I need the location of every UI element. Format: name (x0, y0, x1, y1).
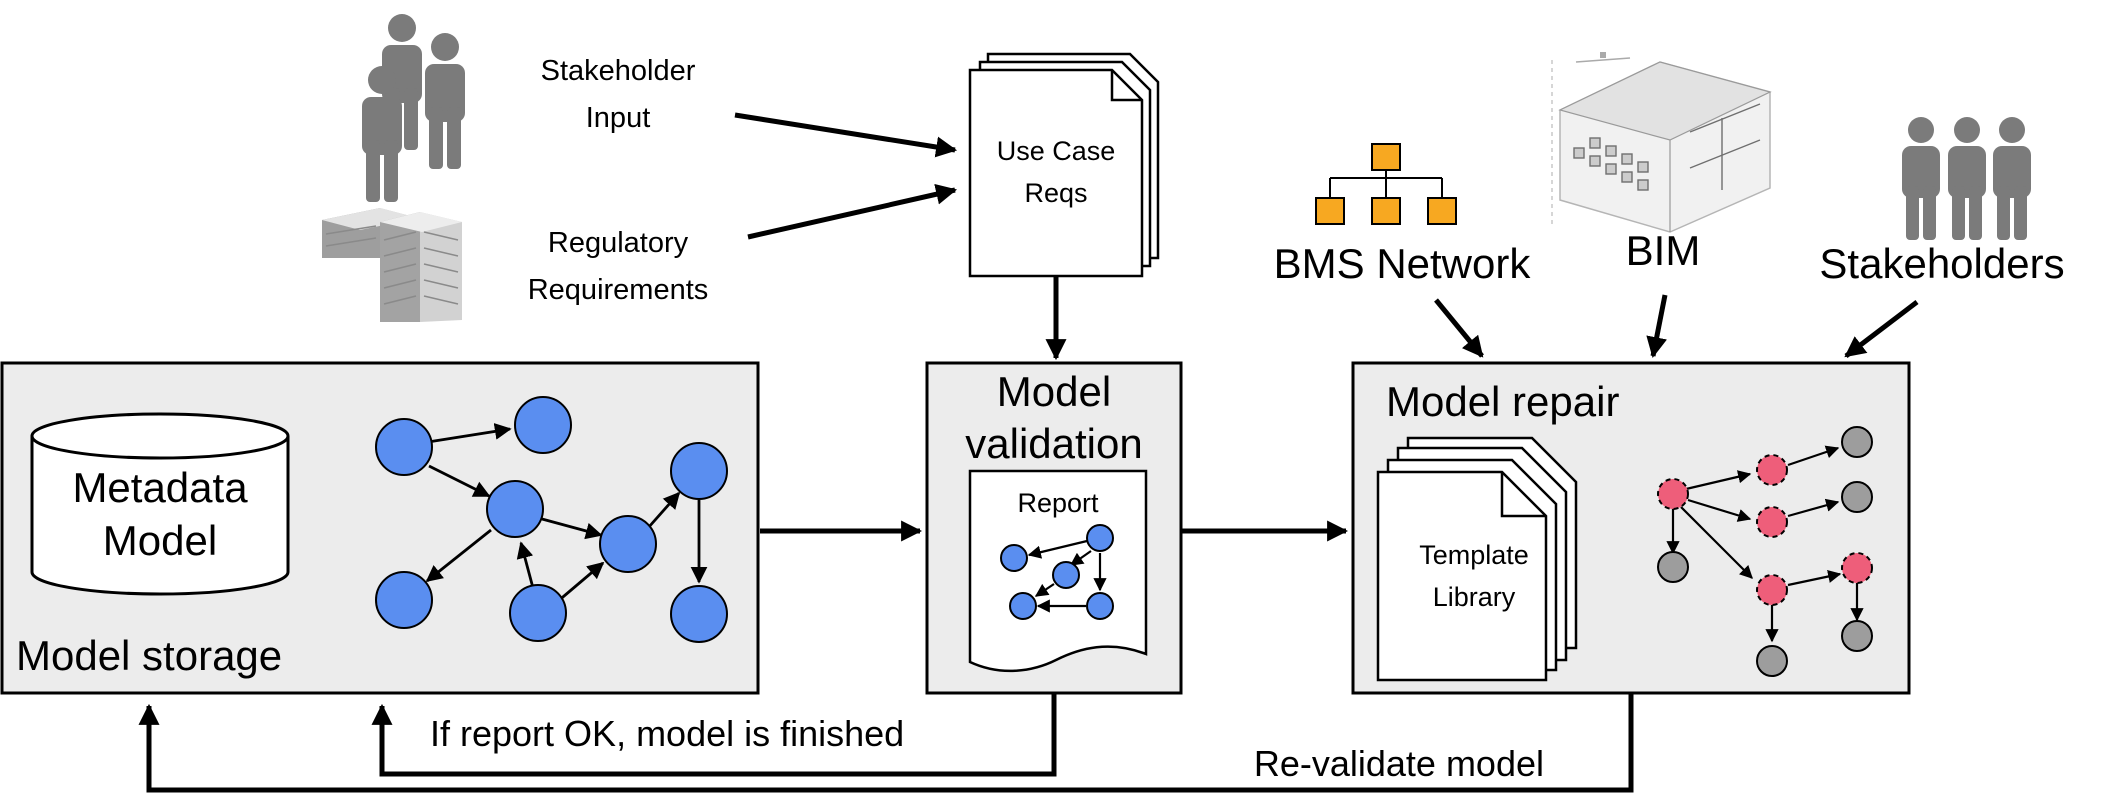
model-validation-title-line1: Model (997, 368, 1111, 415)
storage-graph-edge (428, 464, 491, 498)
graph-node (1657, 478, 1689, 510)
template-library-label-line2: Library (1433, 582, 1516, 612)
storage-graph-edge (541, 517, 603, 540)
graph-node (1841, 481, 1873, 513)
graph-node (1000, 544, 1028, 572)
graph-node (1086, 592, 1114, 620)
storage-graph-edge (556, 561, 605, 604)
template-library-label-line1: Template (1419, 540, 1529, 570)
repair-graph-edge (1787, 445, 1840, 467)
graph-node (670, 442, 728, 500)
arrow-report-ok-loop (371, 693, 1057, 777)
repair-graph (1657, 426, 1873, 677)
model-repair-title: Model repair (1386, 378, 1619, 425)
report-graph-edge (1069, 550, 1092, 566)
repair-graph-edge (1685, 470, 1752, 491)
stakeholders-label: Stakeholders (1819, 240, 2064, 287)
graph-node (1086, 524, 1114, 552)
graph-node (1841, 426, 1873, 458)
graph-node (1756, 454, 1788, 486)
database-cylinder-icon (30, 412, 290, 596)
buildings-icon (322, 208, 462, 322)
report-ok-label: If report OK, model is finished (430, 713, 904, 754)
storage-graph (375, 396, 728, 643)
storage-graph-edge (646, 491, 681, 529)
graph-node (1052, 561, 1080, 589)
graph-node (509, 584, 567, 642)
graph-node (514, 396, 572, 454)
graph-node (1009, 592, 1037, 620)
graph-node (375, 571, 433, 629)
storage-graph-edge (427, 423, 512, 444)
arrow-bms-to-repair (1434, 298, 1484, 358)
graph-node (1841, 552, 1873, 584)
graph-node (375, 418, 433, 476)
graph-node (1657, 551, 1689, 583)
arrow-bim-to-repair (1646, 294, 1668, 359)
stakeholder-input-label-line2: Input (586, 102, 651, 134)
bim-model-icon (1551, 52, 1772, 233)
repair-graph-edge (1787, 498, 1840, 518)
repair-graph-edge (1787, 570, 1842, 587)
metadata-model-label-line2: Model (103, 517, 217, 564)
use-case-label-line2: Reqs (1024, 178, 1087, 208)
graph-node (599, 515, 657, 573)
report-graph-edge (1034, 583, 1055, 597)
graph-node (1756, 506, 1788, 538)
arrow-revalidate-loop (138, 693, 1634, 793)
storage-graph-edge (516, 541, 535, 589)
model-storage-title: Model storage (16, 632, 282, 679)
regulatory-label-line1: Regulatory (548, 227, 689, 259)
bms-network-icon (1315, 143, 1457, 225)
revalidate-label: Re-validate model (1254, 743, 1544, 784)
use-case-document-icon (968, 52, 1160, 278)
metadata-model-label-line1: Metadata (72, 464, 248, 511)
use-case-label-line1: Use Case (997, 136, 1116, 166)
graph-node (486, 480, 544, 538)
report-graph-edge (1027, 539, 1088, 559)
graph-node (670, 585, 728, 643)
repair-graph-edge (1680, 506, 1753, 579)
arrow-regulatory-to-reqs (747, 183, 958, 240)
graph-node (1756, 645, 1788, 677)
stakeholders-group-icon (1902, 117, 2031, 240)
bim-label: BIM (1626, 227, 1701, 274)
arrow-stakeholder-to-reqs (734, 112, 958, 158)
arrow-stakeholders-to-repair (1844, 300, 1919, 358)
template-library-icon (1376, 436, 1578, 682)
report-label: Report (1017, 488, 1099, 518)
stakeholder-input-label-line1: Stakeholder (541, 55, 696, 87)
regulatory-label-line2: Requirements (528, 274, 709, 306)
report-graph (1000, 524, 1114, 620)
stakeholder-group-icon (362, 14, 465, 202)
model-validation-title-line2: validation (965, 420, 1142, 467)
graph-node (1756, 574, 1788, 606)
repair-graph-edge (1687, 498, 1752, 522)
graph-node (1841, 620, 1873, 652)
storage-graph-edge (425, 528, 492, 583)
bms-network-label: BMS Network (1274, 240, 1532, 287)
